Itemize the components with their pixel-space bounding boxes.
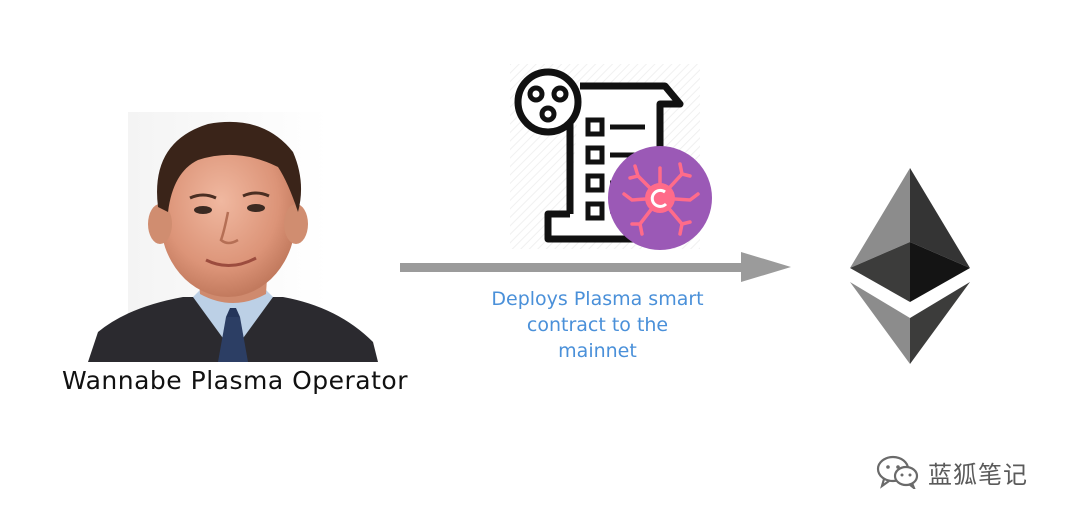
deploy-arrow — [400, 252, 791, 282]
watermark: 蓝狐笔记 — [876, 452, 1061, 492]
wechat-icon — [876, 455, 919, 489]
watermark-text: 蓝狐笔记 — [928, 460, 1028, 489]
ethereum-logo-icon — [850, 168, 970, 364]
operator-label: Wannabe Plasma Operator — [61, 366, 409, 395]
operator-portrait — [88, 112, 378, 362]
virus-badge-icon — [608, 146, 712, 250]
arrow-caption: Deploys Plasma smart contract to the mai… — [491, 288, 704, 362]
smart-contract-icon — [510, 64, 712, 250]
